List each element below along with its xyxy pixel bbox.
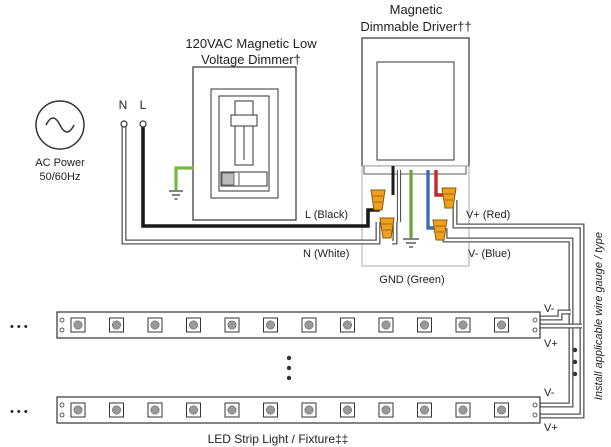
driver-title-1: Magnetic: [390, 2, 443, 17]
strip2-v-plus-label: V+: [544, 422, 558, 434]
led-chip-lens: [265, 320, 275, 330]
side-note: Install applicable wire gauge / type: [593, 232, 605, 400]
strip1-v-plus-label: V+: [544, 338, 558, 350]
magnetic-driver: [361, 37, 470, 175]
terminal-n: [120, 120, 128, 128]
sine-wave-icon: [45, 117, 75, 133]
dimmer-title-1: 120VAC Magnetic Low: [185, 36, 317, 51]
led-chip-lens: [150, 320, 160, 330]
led-chip-lens: [304, 320, 314, 330]
wire-nut-icon-neutral: [379, 217, 395, 239]
label-v-plus-red: V+ (Red): [466, 209, 510, 221]
wire-nut-icon-red: [441, 187, 457, 209]
led-chip-lens: [381, 405, 391, 415]
wire-neutral-white: [121, 126, 398, 245]
led-chip-lens: [496, 320, 506, 330]
ac-power-source: AC Power 50/60Hz: [35, 100, 85, 183]
label-v-minus-blue: V- (Blue): [468, 248, 511, 260]
led-chip-lens: [496, 405, 506, 415]
strip-end-contacts: [59, 317, 538, 333]
terminal-l-label: L: [140, 98, 147, 112]
terminal-l: [139, 120, 147, 128]
led-chip-lens: [73, 320, 83, 330]
led-chip-lens: [381, 320, 391, 330]
led-strip-2: [56, 396, 541, 424]
led-chip-lens: [458, 320, 468, 330]
led-chip-lens: [342, 320, 352, 330]
continuation-dots-right: [572, 347, 578, 377]
led-chip-lens: [304, 405, 314, 415]
continuation-dots-center: [286, 355, 292, 381]
terminal-n-label: N: [119, 98, 128, 112]
dimmer-title-2: Voltage Dimmer†: [201, 52, 301, 67]
led-chip-lens: [189, 320, 199, 330]
led-chip-lens: [227, 320, 237, 330]
led-chip-lens: [265, 405, 275, 415]
label-gnd-green: GND (Green): [379, 274, 444, 286]
wire-nut-icon-line: [370, 189, 386, 211]
ground-symbol-icon: [403, 238, 419, 248]
connection-zone: [361, 165, 470, 267]
dimmer-ground: [169, 166, 194, 200]
strip2-v-minus-label: V-: [544, 387, 555, 399]
strip1-v-minus-label: V-: [544, 303, 555, 315]
label-l-black: L (Black): [305, 209, 348, 221]
led-chip-lens: [150, 405, 160, 415]
continuation-left-1: • • •: [10, 321, 28, 333]
led-chip-lens: [227, 405, 237, 415]
continuation-left-2: • • •: [10, 406, 28, 418]
led-chip-lens: [112, 405, 122, 415]
wire-output-v-plus: [452, 200, 585, 419]
strip-end-contacts: [59, 402, 538, 418]
ac-power-label-1: AC Power: [35, 157, 85, 169]
wire-red: [434, 170, 444, 197]
dimmer-switch: [192, 66, 297, 221]
wire-nut-icon-blue: [432, 219, 448, 241]
led-chip-lens: [419, 320, 429, 330]
led-strip-1: [56, 311, 541, 339]
led-chip-lens: [458, 405, 468, 415]
ac-power-label-2: 50/60Hz: [40, 171, 81, 183]
led-chip-lens: [342, 405, 352, 415]
led-chip-lens: [73, 405, 83, 415]
driver-title-2: Dimmable Driver††: [360, 19, 471, 34]
wire-blue: [426, 170, 436, 230]
strip-caption: LED Strip Light / Fixture‡‡: [208, 432, 349, 446]
led-chip-lens: [189, 405, 199, 415]
led-chip-lens: [112, 320, 122, 330]
label-n-white: N (White): [303, 248, 349, 260]
led-chip-lens: [419, 405, 429, 415]
